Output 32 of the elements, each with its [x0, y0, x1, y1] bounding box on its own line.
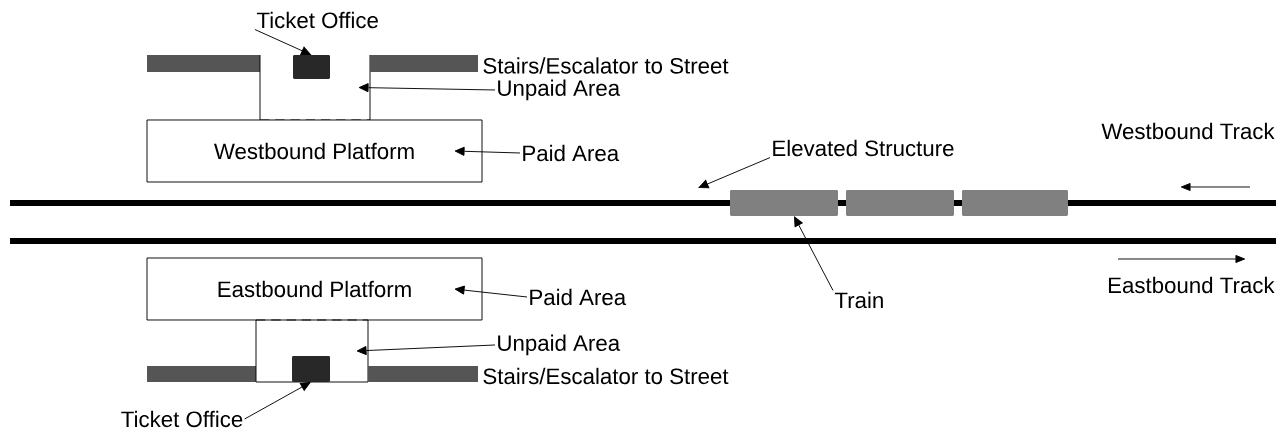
callout-text: Paid Area — [523, 144, 620, 162]
ticket-office-box — [292, 356, 330, 382]
platform-box: Eastbound Platform — [146, 257, 483, 321]
arrow — [454, 285, 528, 298]
callout-text: Unpaid Area — [498, 79, 621, 101]
train-car — [846, 190, 954, 216]
arrow — [454, 146, 521, 156]
ticket-office-box — [293, 55, 330, 79]
arrow — [698, 157, 771, 189]
callout-text: Paid Area — [530, 288, 627, 306]
platform-box: Westbound Platform — [146, 119, 483, 183]
stairs-bar — [147, 366, 256, 382]
train-car — [730, 190, 838, 216]
stairs-bar — [368, 366, 478, 382]
unpaid-area — [255, 319, 369, 383]
arrow — [358, 83, 496, 93]
callout-text: Train — [834, 291, 883, 309]
callout-text: Elevated Structure — [773, 139, 954, 157]
arrow — [254, 29, 311, 56]
train-car — [962, 190, 1068, 216]
label-text: Stairs/Escalator to Street — [483, 57, 729, 74]
callout-text: Ticket Office — [121, 410, 243, 428]
callout-text: Ticket Office — [256, 11, 378, 29]
arrow — [244, 382, 311, 420]
callout-text: Unpaid Area — [498, 334, 621, 356]
label-text: Eastbound Track — [1108, 276, 1275, 294]
label-text: Westbound Track — [1101, 122, 1275, 140]
arrow — [356, 344, 496, 356]
stairs-bar — [370, 55, 478, 72]
arrow — [794, 216, 834, 291]
stairs-bar — [147, 55, 260, 72]
label-text: Stairs/Escalator to Street — [483, 367, 729, 385]
